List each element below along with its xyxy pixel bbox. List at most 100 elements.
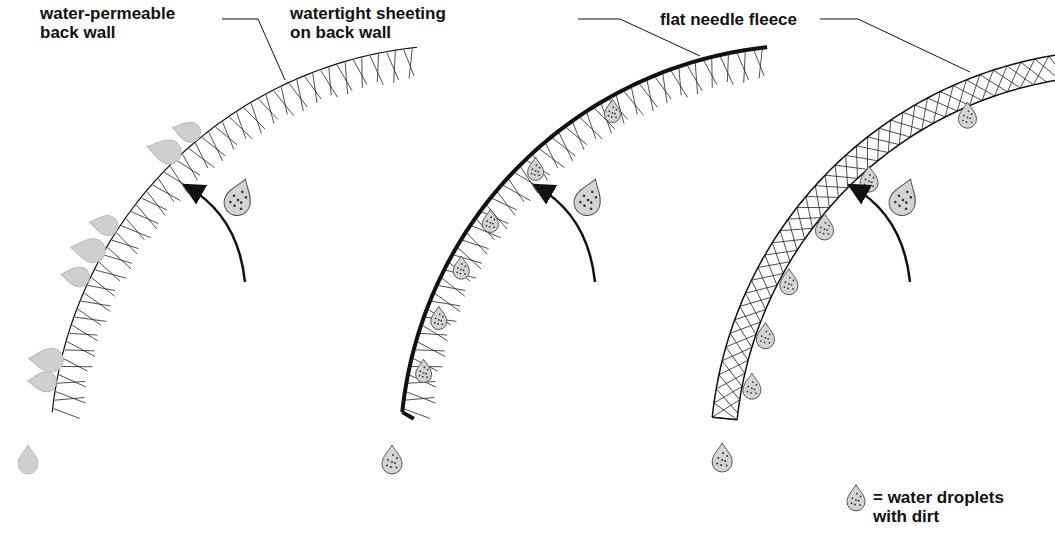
droplet-shape (605, 99, 621, 122)
fiber (631, 87, 637, 114)
part-label: water-permeable back wall (40, 4, 215, 42)
fleece-hatch (716, 389, 738, 413)
fleece-hatch (788, 218, 820, 219)
fleece-hatch (891, 120, 922, 130)
droplet-shape (815, 214, 833, 240)
fiber (552, 138, 575, 156)
fleece-hatch (825, 175, 857, 178)
dirt-dot (612, 106, 614, 108)
dirt-dot (761, 335, 763, 337)
dirt-dot (767, 338, 769, 340)
fiber (492, 198, 517, 210)
dirt-dot (750, 392, 752, 394)
fiber (99, 262, 120, 281)
fiber (387, 53, 399, 80)
part-label: watertight sheeting on back wall (290, 4, 465, 42)
fiber (404, 50, 414, 76)
dirt-dot (536, 164, 538, 166)
dirt-dot (851, 502, 853, 504)
dirt-dot (490, 216, 492, 218)
fiber (727, 54, 728, 82)
dirt-dot (859, 504, 861, 506)
droplet-shape (570, 175, 607, 219)
fiber (337, 65, 352, 91)
dirt-dot (611, 116, 613, 118)
dirty-droplet (815, 214, 833, 240)
droplet-shape (59, 265, 90, 289)
fleece-hatch (945, 85, 953, 117)
dirt-dot (241, 190, 244, 193)
fiber (222, 122, 233, 150)
flow-arrow (186, 186, 245, 282)
dirt-dot (856, 493, 858, 495)
fiber (441, 278, 464, 297)
fleece-hatch (797, 208, 805, 240)
dirt-dot (392, 454, 394, 456)
dirt-dot (752, 381, 754, 383)
fiber (353, 60, 366, 84)
dirt-dot (538, 174, 540, 176)
dirt-dot (419, 375, 421, 377)
fiber (176, 160, 200, 175)
fiber (216, 127, 238, 145)
dirt-dot (784, 281, 786, 283)
dirt-dot (868, 180, 870, 182)
dirt-dot (906, 190, 909, 193)
dirt-dot (532, 168, 534, 170)
dirt-dot (591, 190, 594, 193)
fleece-hatch (835, 165, 838, 197)
fiber (566, 127, 588, 145)
fiber (655, 77, 671, 100)
dirt-dot (614, 113, 616, 115)
fleece-hatch (940, 91, 969, 105)
dirt-dot (765, 331, 767, 333)
fiber (559, 132, 573, 161)
fleece-hatch (856, 146, 858, 179)
fiber (131, 212, 158, 224)
dirt-dot (769, 342, 771, 344)
dirt-dot (722, 452, 724, 454)
clean-droplet (18, 445, 38, 474)
fiber (624, 91, 644, 116)
fiber (370, 56, 383, 85)
fiber (81, 301, 110, 306)
dirt-dot (747, 386, 749, 388)
droplet-shape (743, 373, 761, 399)
dirty-droplet (712, 443, 732, 472)
fleece-hatch (758, 268, 771, 298)
dirt-dot (427, 369, 429, 371)
fiber (744, 51, 746, 83)
droplet-shape (756, 323, 774, 349)
dirty-droplet (958, 102, 976, 128)
fiber (305, 77, 321, 100)
fleece-hatch (772, 239, 804, 243)
dirt-dot (244, 196, 247, 199)
dirt-dot (583, 204, 586, 207)
fiber (587, 112, 596, 138)
dirt-dot (828, 233, 830, 235)
dirty-droplet (482, 209, 498, 232)
fleece-hatch (933, 91, 940, 123)
dirt-dot (717, 457, 719, 459)
fleece-hatch (856, 146, 888, 153)
fleece-hatch (765, 250, 797, 255)
dirt-dot (490, 222, 492, 224)
droplet-shape (416, 359, 432, 382)
dirt-dot (871, 181, 873, 183)
droplet-shape (847, 485, 865, 511)
fleece-hatch (899, 112, 903, 144)
dirty-droplet (743, 373, 761, 399)
dirt-dot (787, 288, 789, 290)
dirt-dot (396, 467, 398, 469)
fleece-hatch (797, 207, 830, 208)
fiber (164, 172, 190, 187)
droplet-shape (170, 118, 203, 145)
flow-arrow (851, 186, 910, 282)
fiber (78, 309, 101, 325)
dirt-dot (754, 388, 756, 390)
dirt-dot (537, 171, 539, 173)
fleece-hatch (980, 75, 1008, 92)
dirt-dot (394, 462, 396, 464)
fleece-hatch (740, 306, 756, 334)
dirt-dot (539, 167, 541, 169)
